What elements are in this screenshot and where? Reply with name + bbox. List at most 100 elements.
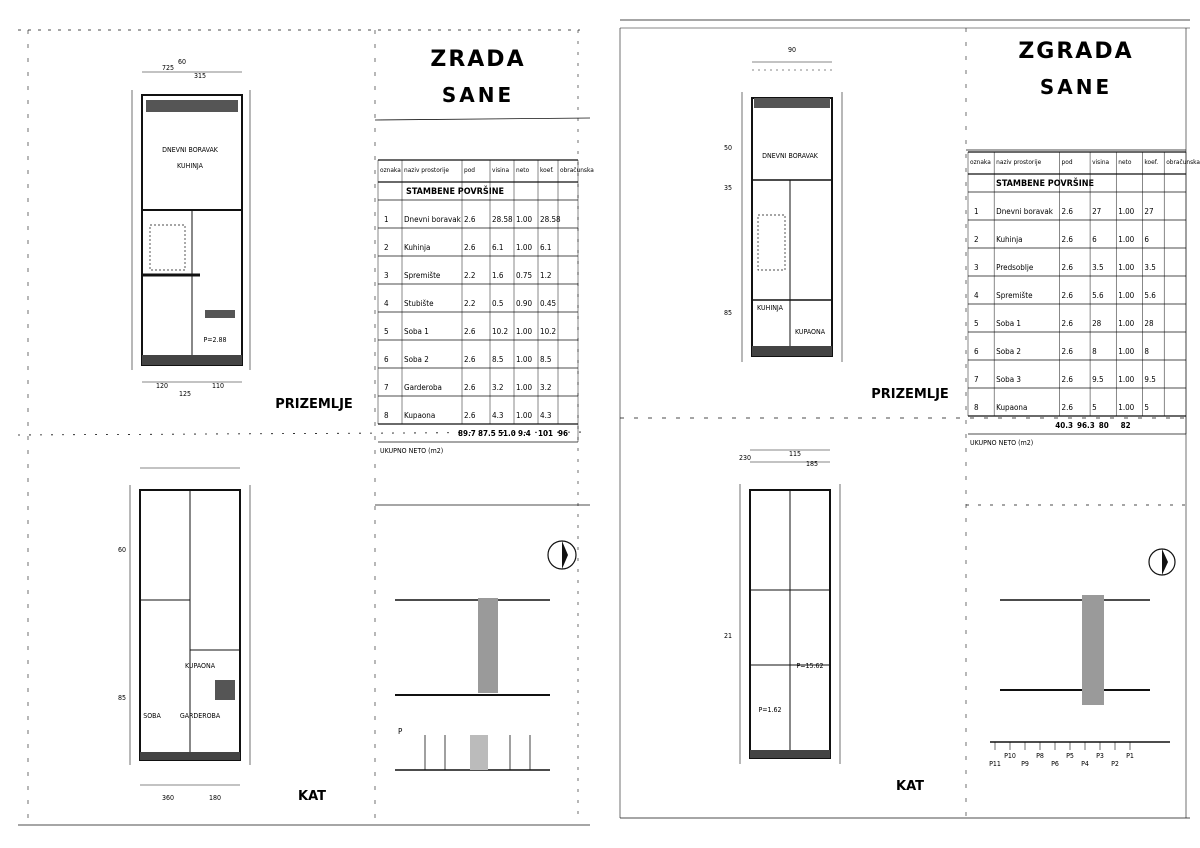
dimension-label: 360 [162,794,174,802]
table-cell: 2.6 [1062,375,1074,384]
table-cell: Soba 2 [996,347,1021,356]
table-cell: 28 [1092,319,1102,328]
table-cell: 9.5 [1144,375,1155,384]
table-cell: 27 [1092,207,1101,216]
table-cell: 2 [974,235,979,244]
room-label-living: DNEVNI BORAVAK [162,146,219,154]
table-cell: 28.58 [492,215,513,224]
table-total: 80 [1099,421,1109,430]
table-cell: 1.6 [492,271,504,280]
table-cell: Predsoblje [996,263,1034,272]
table-header-cell: obračunska [560,166,594,174]
table-cell: 10.2 [492,327,508,336]
table-cell: 5 [384,327,389,336]
table-cell: 0.75 [516,271,532,280]
table-cell: 3.5 [1144,263,1155,272]
floor-label-ground: PRIZEMLJE [275,397,353,412]
room-label-living: DNEVNI BORAVAK [762,152,819,160]
table-cell: 2.6 [464,355,476,364]
table-cell: Soba 1 [996,319,1021,328]
table-cell: 2.2 [464,271,475,280]
table-cell: 3 [384,271,389,280]
table-cell: Soba 2 [404,355,429,364]
room-label-area: P=1.62 [758,706,781,714]
table-cell: 5 [1144,403,1149,412]
table-cell: 4.3 [540,411,551,420]
sheet-title: ZGRADA [1018,39,1133,64]
table-cell: 8.5 [492,355,503,364]
sheet-right: ZGRADA SANE DNEVNI BORAVAK KUHINJA KUPAO… [619,19,1200,819]
table-cell: 4 [974,291,979,300]
parking-label: P9 [1021,760,1029,768]
table-cell: 1.00 [1118,319,1134,328]
table-header-cell: koef. [540,166,554,174]
table-header-cell: pod [464,166,475,174]
table-cell: 1.00 [516,327,532,336]
parking-label: P10 [1004,752,1016,760]
floor-plan-first: 230 115 185 21 P=15.62 P=1.62 KAT [724,449,924,794]
room-label-bath: KUPAONA [185,662,216,670]
parking-label: P2 [1111,760,1119,768]
table-cell: 28.58 [540,215,561,224]
table-cell: Kuhinja [404,243,430,252]
table-header-cell: oznaka [970,158,991,166]
dimension-label: 90 [788,46,796,54]
room-label-kitchen: KUHINJA [757,304,784,312]
dimension-label: 120 [156,382,168,390]
table-cell: 1.00 [1118,263,1134,272]
table-cell: 2.6 [464,327,476,336]
room-label-wardrobe: GARDEROBA [180,712,221,720]
table-header-cell: neto [1118,158,1132,166]
room-label-kitchen: KUHINJA [177,162,204,170]
table-total: 82 [1121,421,1131,430]
table-total: 51.0 [498,429,516,438]
table-cell: 8 [384,411,389,420]
table-cell: Stubište [404,298,434,308]
table-cell: 8.5 [540,355,551,364]
table-cell: 6.1 [492,243,503,252]
table-cell: 1.00 [516,243,532,252]
table-cell: 5.6 [1144,291,1156,300]
table-total: 89.7 [458,429,476,438]
table-total: 101 [538,429,553,438]
table-header-cell: koef. [1144,158,1158,166]
table-header-cell: neto [516,166,530,174]
table-cell: 2.6 [1062,207,1074,216]
table-cell: 6 [384,355,389,364]
table-cell: 0.5 [492,299,503,308]
table-cell: Dnevni boravak [404,215,462,224]
table-header-cell: visina [1092,158,1109,166]
dimension-label: 85 [724,309,732,317]
table-cell: 1.00 [1118,403,1134,412]
table-header-cell: naziv prostorije [404,166,449,174]
dimension-label: 725 [162,64,174,72]
table-cell: 1.00 [1118,347,1134,356]
dimension-label: 125 [179,390,191,398]
table-cell: 3 [974,263,979,272]
table-cell: Soba 3 [996,375,1021,384]
parking-label: P4 [1081,760,1089,768]
table-cell: 6.1 [540,243,551,252]
table-cell: 2.6 [464,383,476,392]
dimension-label: 110 [212,382,224,390]
table-section-header: STAMBENE POVRŠINE [406,185,504,197]
table-cell: 8 [1092,347,1097,356]
table-cell: 1 [974,207,979,216]
table-cell: Kupaona [404,411,435,420]
room-label-bath: KUPAONA [795,328,826,336]
table-cell: 1 [384,215,389,224]
table-cell: 5 [1092,403,1097,412]
table-cell: 9.5 [1092,375,1103,384]
table-cell: Kuhinja [996,235,1022,244]
table-cell: 1.00 [516,383,532,392]
room-label-area: P=2.88 [203,336,226,344]
table-header-cell: oznaka [380,166,401,174]
table-cell: 1.2 [540,271,551,280]
table-header-cell: visina [492,166,509,174]
north-arrow-icon [547,540,577,570]
table-cell: 0.45 [540,299,556,308]
table-cell: 5.6 [1092,291,1104,300]
